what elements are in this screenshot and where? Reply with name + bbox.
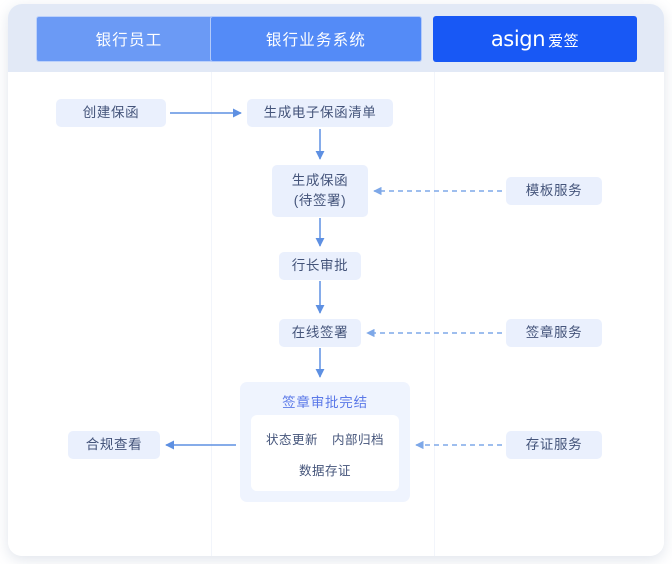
sub-item-internal-archive: 内部归档 — [332, 433, 385, 447]
node-label: 生成电子保函清单 — [263, 105, 377, 121]
asign-wordmark: asign — [490, 27, 546, 51]
lane-divider — [211, 72, 212, 556]
node-seal-service[interactable]: 签章服务 — [506, 319, 602, 347]
node-evidence-service[interactable]: 存证服务 — [506, 431, 602, 459]
group-inner-panel: 状态更新 内部归档 数据存证 — [251, 415, 399, 491]
asign-wordmark-cn: 爱签 — [548, 33, 580, 50]
node-template-service[interactable]: 模板服务 — [506, 177, 602, 205]
connector-layer — [165, 108, 502, 450]
node-label-line2: (待签署) — [293, 193, 347, 208]
tab-bank-business-system[interactable]: 银行业务系统 — [210, 16, 422, 62]
node-label: 行长审批 — [291, 258, 349, 274]
sub-item-row: 数据存证 — [251, 460, 399, 479]
group-title: 签章审批完结 — [282, 395, 368, 410]
node-online-signing[interactable]: 在线签署 — [279, 319, 361, 347]
node-president-approval[interactable]: 行长审批 — [279, 252, 361, 280]
diagram-body: 创建保函 生成电子保函清单 生成保函 (待签署) 行长审批 在线签署 合规查看 … — [8, 72, 664, 556]
sub-item-data-evidence: 数据存证 — [298, 464, 351, 478]
group-seal-approval-complete[interactable]: 签章审批完结 状态更新 内部归档 数据存证 — [240, 382, 410, 502]
node-label: 合规查看 — [85, 437, 143, 453]
node-generate-e-guarantee-list[interactable]: 生成电子保函清单 — [247, 99, 393, 127]
flowchart: 创建保函 生成电子保函清单 生成保函 (待签署) 行长审批 在线签署 合规查看 … — [8, 72, 664, 556]
tab-asign-brand[interactable]: asign 爱签 — [433, 16, 637, 62]
node-label: 存证服务 — [525, 437, 583, 453]
node-compliance-view[interactable]: 合规查看 — [68, 431, 160, 459]
sub-item-status-update: 状态更新 — [265, 433, 318, 447]
node-label: 创建保函 — [82, 105, 140, 121]
node-label: 签章服务 — [525, 325, 583, 341]
node-label: 在线签署 — [291, 325, 349, 341]
header-band: 银行员工 银行业务系统 asign 爱签 — [8, 4, 664, 72]
node-label: 模板服务 — [525, 183, 583, 199]
asign-logo: asign 爱签 — [491, 27, 579, 51]
lane-divider — [434, 72, 435, 556]
node-create-guarantee[interactable]: 创建保函 — [56, 99, 166, 127]
node-label-line1: 生成保函 — [291, 173, 349, 189]
tab-bank-employee[interactable]: 银行员工 — [36, 16, 222, 62]
diagram-card: 银行员工 银行业务系统 asign 爱签 — [8, 4, 664, 556]
tab-label: 银行业务系统 — [265, 32, 367, 49]
tab-label: 银行员工 — [95, 32, 163, 49]
node-generate-guarantee-pending-sign[interactable]: 生成保函 (待签署) — [272, 165, 368, 217]
sub-item-row: 状态更新 内部归档 — [251, 429, 399, 448]
